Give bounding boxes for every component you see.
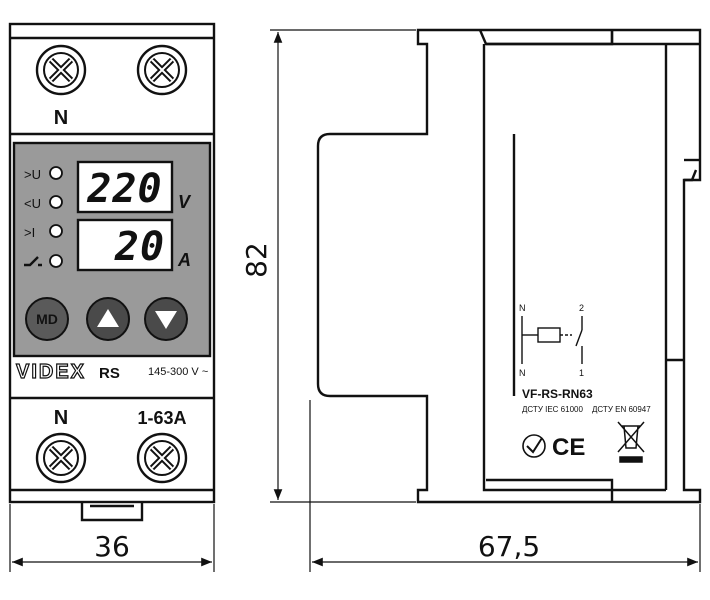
up-button[interactable] xyxy=(86,297,130,341)
front-body-outline xyxy=(8,22,216,504)
led-relay xyxy=(49,254,63,268)
schematic-top-right: 2 xyxy=(579,303,584,313)
weee-bin-icon xyxy=(617,421,645,463)
brand-suffix: RS xyxy=(99,365,120,382)
ukrsepro-icon xyxy=(522,434,546,458)
current-unit: A xyxy=(177,250,191,270)
indicator-undervoltage-label: <U xyxy=(24,196,41,211)
voltage-display xyxy=(76,160,174,214)
side-body-outline xyxy=(316,28,702,504)
terminal-top-right xyxy=(136,44,188,96)
md-button-label: MD xyxy=(36,311,58,327)
voltage-display-value: 220 xyxy=(86,166,162,212)
wiring-schematic xyxy=(521,316,583,364)
schematic-top-left: N xyxy=(519,303,526,313)
height-value: 82 xyxy=(240,242,273,278)
indicator-overcurrent-label: >I xyxy=(24,225,35,240)
terminal-bottom-left xyxy=(35,432,87,484)
bottom-terminal-right-label: 1-63A xyxy=(137,408,186,428)
side-depth-dimension xyxy=(309,400,701,572)
down-button[interactable] xyxy=(144,297,188,341)
model-label: VF-RS-RN63 xyxy=(522,387,593,401)
led-overvoltage xyxy=(49,166,63,180)
brand-logo: VIDEX xyxy=(16,361,86,383)
standard-2-label: ДСТУ EN 60947 xyxy=(592,405,651,414)
triangle-down-icon xyxy=(155,311,177,329)
front-width-dimension xyxy=(9,504,215,572)
height-dimension xyxy=(270,29,416,503)
side-view xyxy=(316,28,702,504)
schematic-bottom-left: N xyxy=(519,368,526,378)
current-display-value: 20 xyxy=(114,224,165,270)
md-button[interactable]: MD xyxy=(25,297,69,341)
voltage-unit: V xyxy=(178,192,192,212)
voltage-range-label: 145-300 V ~ xyxy=(148,366,208,378)
bottom-terminal-left-label: N xyxy=(54,407,68,429)
side-depth-value: 67,5 xyxy=(478,530,540,563)
front-view xyxy=(8,22,216,522)
schematic-bottom-right: 1 xyxy=(579,368,584,378)
relay-indicator-icon xyxy=(24,256,42,267)
front-width-value: 36 xyxy=(94,530,130,563)
indicator-labels: >U <U >I xyxy=(24,167,41,240)
terminal-top-left xyxy=(35,44,87,96)
triangle-up-icon xyxy=(97,309,119,327)
led-overcurrent xyxy=(49,224,63,238)
indicator-overvoltage-label: >U xyxy=(24,167,41,182)
ce-mark-icon: CE xyxy=(552,434,585,461)
terminal-bottom-right xyxy=(136,432,188,484)
top-terminal-label: N xyxy=(54,107,68,129)
led-undervoltage xyxy=(49,195,63,209)
current-display xyxy=(76,218,174,272)
din-clip xyxy=(80,502,144,522)
standard-1-label: ДСТУ IEC 61000 xyxy=(522,405,583,414)
